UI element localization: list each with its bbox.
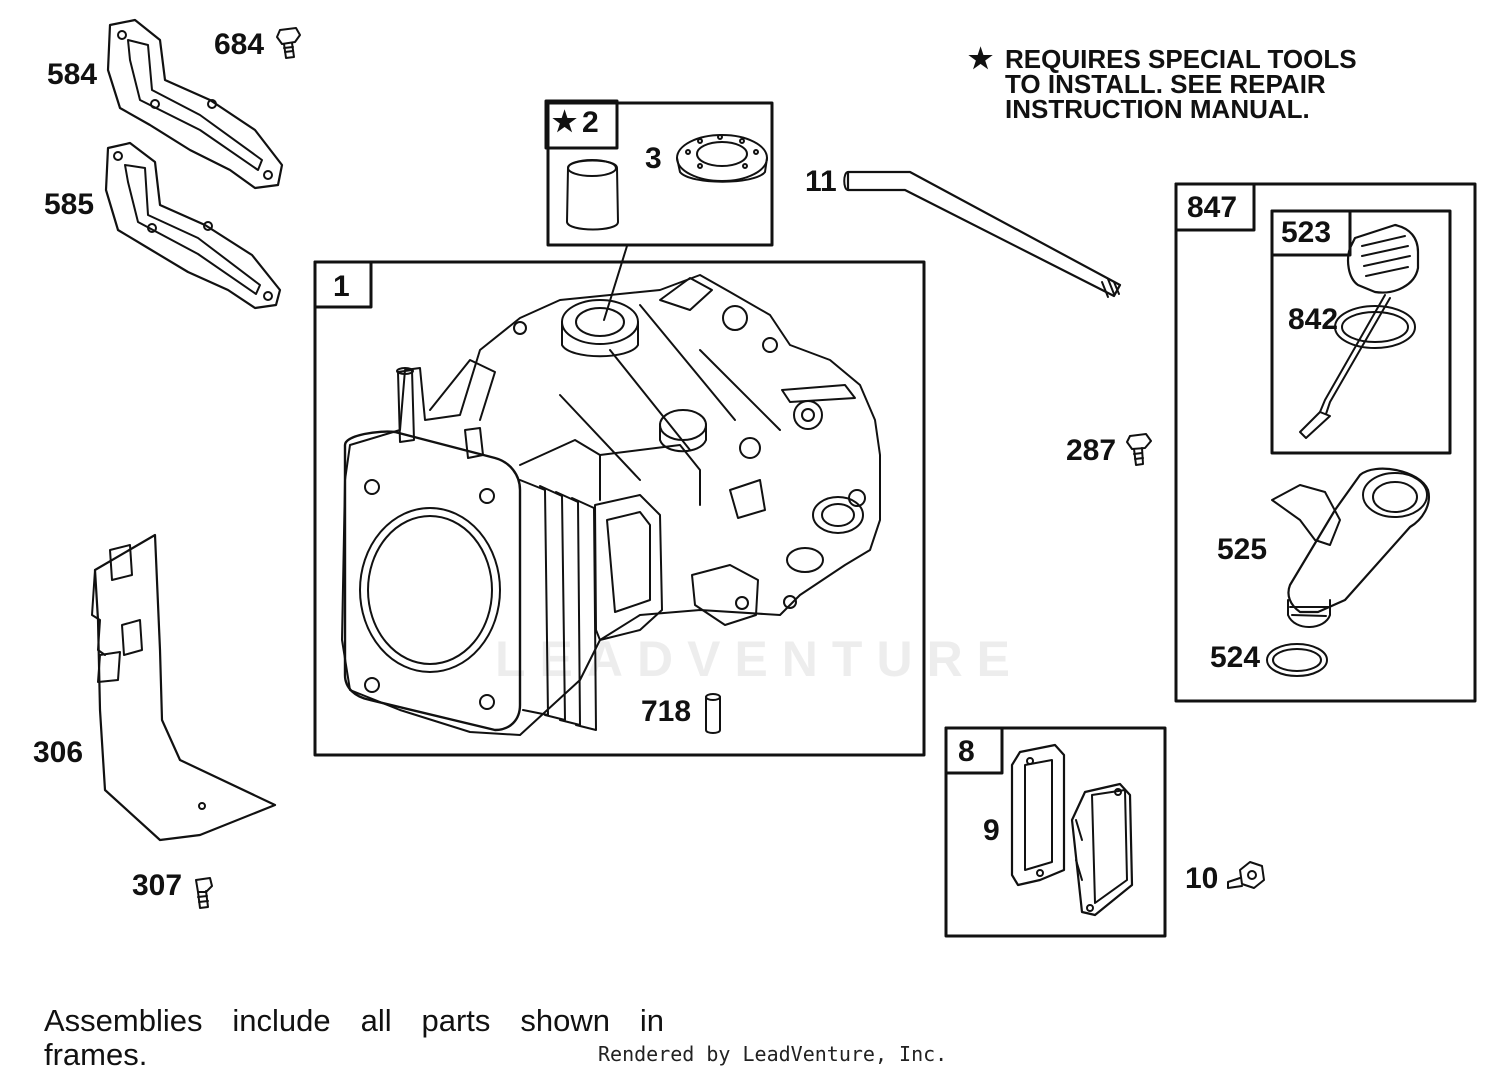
dipstick-tube-11 [843,170,1122,298]
gasket-584 [106,18,284,190]
callout-9: 9 [983,814,1000,847]
callout-11: 11 [805,165,837,198]
bolt-684 [276,27,301,59]
frame-2-label: 2 [582,106,599,139]
callout-287: 287 [1066,434,1117,467]
screw-10 [1227,861,1265,889]
bolt-287 [1126,433,1152,466]
cylinder-block-1 [341,274,881,736]
frame-8 [944,726,1167,938]
callout-306: 306 [33,736,84,769]
note-star-icon: ★ [968,43,994,74]
assemblies-footnote: Assemblies include all parts shown in fr… [44,1003,664,1072]
callout-585: 585 [44,188,95,221]
star-icon: ★ [552,106,578,137]
breather-gasket-9 [1010,743,1066,887]
special-tools-note: REQUIRES SPECIAL TOOLS TO INSTALL. SEE R… [1005,44,1357,124]
oil-seal-3 [676,134,768,183]
callout-842: 842 [1288,303,1339,336]
bushing-2 [566,159,619,231]
frame-847-label: 847 [1187,191,1238,224]
frame-847-tag [1174,182,1256,232]
note-line-3: INSTRUCTION MANUAL. [1005,94,1310,124]
frame-8-label: 8 [958,735,975,768]
o-ring-524 [1266,643,1328,677]
callout-584: 584 [47,58,98,91]
frame-2 [546,101,774,247]
callout-525: 525 [1217,533,1268,566]
air-guide-306 [91,533,277,842]
callout-524: 524 [1210,641,1261,674]
watermark: LEADVENTURE [495,631,1025,687]
frame-1-tag [313,260,373,309]
gasket-585 [104,141,282,310]
note-line-2: TO INSTALL. SEE REPAIR [1005,69,1326,99]
dipstick-842 [1299,223,1420,439]
frame-523 [1270,209,1452,455]
leader-2 [603,245,628,321]
breather-cover-8 [1070,782,1134,917]
frame-8-tag [944,726,1004,775]
frame-2-tag [544,99,619,150]
callout-3: 3 [645,142,662,175]
frame-1-label: 1 [333,270,350,303]
dowel-pin-718 [705,693,721,734]
callout-10: 10 [1185,862,1219,895]
note-line-1: REQUIRES SPECIAL TOOLS [1005,44,1357,74]
frame-523-tag [1270,209,1352,257]
oil-fill-tube-525 [1271,467,1430,628]
callout-307: 307 [132,869,183,902]
frame-847 [1174,182,1477,703]
callout-718: 718 [641,695,692,728]
callout-684: 684 [214,28,265,61]
frame-1 [313,260,926,757]
render-credit: Rendered by LeadVenture, Inc. [598,1042,948,1066]
frame-523-label: 523 [1281,216,1332,249]
bolt-307 [195,877,213,909]
